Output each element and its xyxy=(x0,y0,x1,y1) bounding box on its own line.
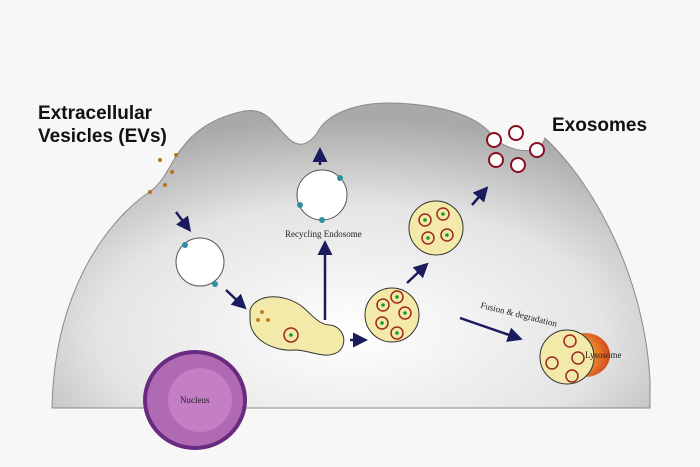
ev-particles xyxy=(148,153,178,194)
exosomes-released xyxy=(486,125,545,173)
evs-label-line1: Extracellular xyxy=(38,103,153,124)
pathway-arrows xyxy=(175,147,523,348)
early-endosome xyxy=(249,296,345,356)
nucleus-label: Nucleus xyxy=(180,395,210,405)
evs-label-line2: Vesicles (EVs) xyxy=(38,126,167,147)
mvb-fusing xyxy=(539,329,595,385)
early-vesicle xyxy=(175,237,225,287)
nucleus xyxy=(143,350,247,450)
exosomes-label: Exosomes xyxy=(552,115,648,136)
recycling-endosome-label: Recycling Endosome xyxy=(285,229,362,239)
lysosome-label: Lysosome xyxy=(585,350,622,360)
